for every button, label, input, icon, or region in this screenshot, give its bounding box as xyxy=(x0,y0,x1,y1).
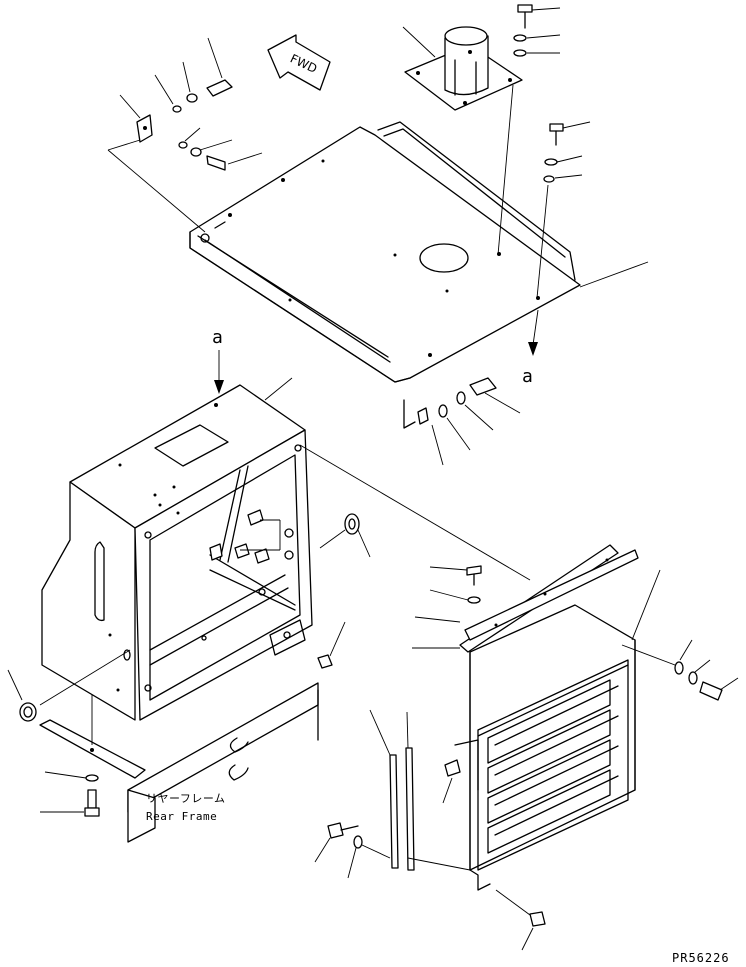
mount-bush xyxy=(317,513,371,669)
fwd-arrow: FWD xyxy=(267,34,331,91)
rear-frame-en: Rear Frame xyxy=(146,810,217,823)
radiator-housing xyxy=(41,377,531,721)
top-left-fasteners xyxy=(107,37,263,233)
grille-assembly xyxy=(442,544,639,891)
exhaust-pipe xyxy=(402,26,523,111)
top-right-fasteners xyxy=(497,4,649,356)
left-isolator xyxy=(7,649,131,722)
side-seal-strips xyxy=(314,709,546,951)
rear-frame-jp: リヤーフレーム xyxy=(146,792,226,805)
fwd-label: FWD xyxy=(288,51,319,76)
lower-bracket: リヤーフレーム Rear Frame xyxy=(39,682,319,843)
ref-marker-group: a a xyxy=(212,327,533,394)
grille-fasteners xyxy=(412,565,739,701)
ref-marker-side: a xyxy=(522,366,533,387)
ref-marker-top: a xyxy=(212,327,223,348)
drawing-code: PR56226 xyxy=(672,951,730,965)
cover-lower-fasteners xyxy=(403,377,521,466)
top-cover-plate xyxy=(189,121,581,383)
